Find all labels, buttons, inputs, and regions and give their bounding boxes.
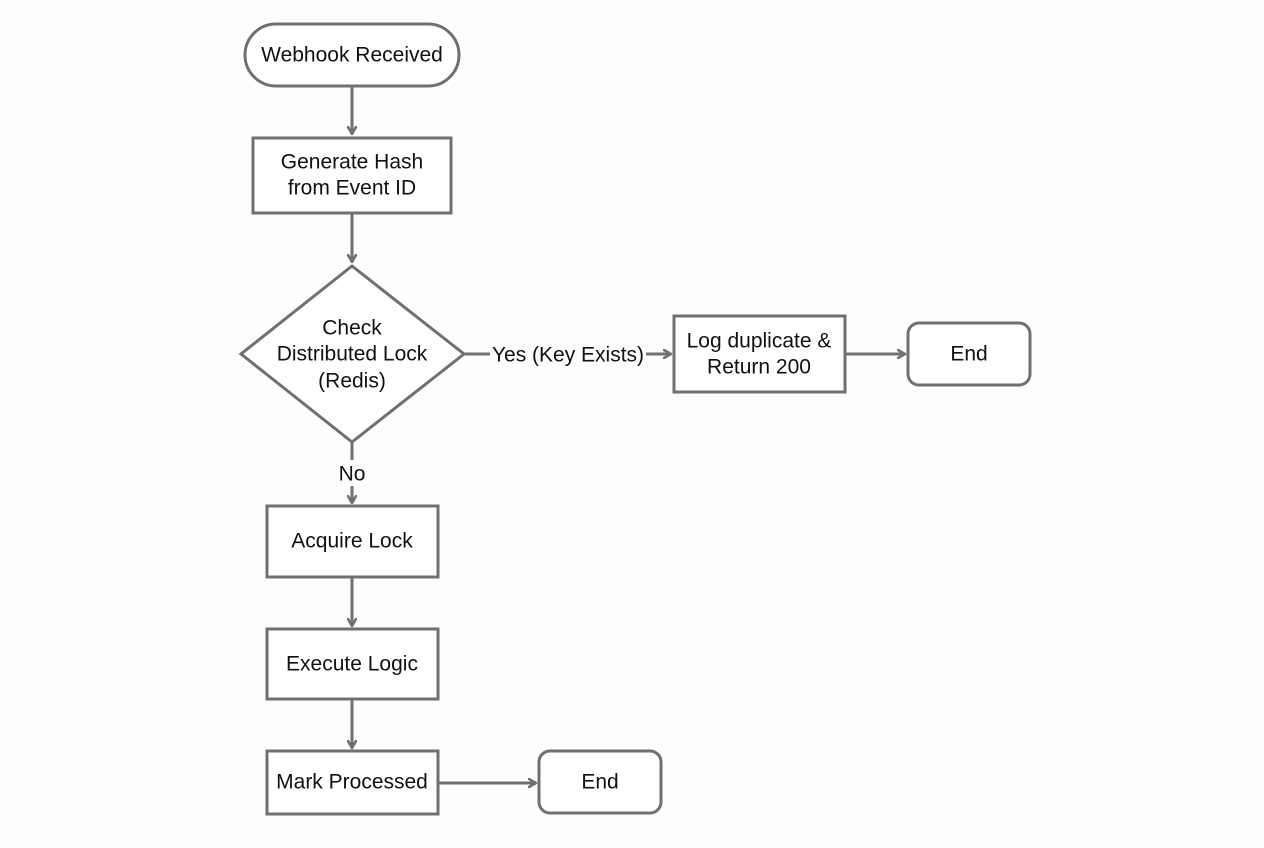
node-label: Acquire Lock [291, 530, 413, 553]
node-label-line-2: Return 200 [707, 356, 811, 379]
terminal-shape [243, 22, 461, 88]
process-shape [672, 314, 847, 394]
node-label: Execute Logic [286, 653, 418, 676]
edges [352, 86, 905, 783]
node-label-line-1: Log duplicate & [687, 330, 832, 353]
node-label: Webhook Received [261, 44, 443, 67]
process-shape [265, 749, 440, 816]
decision-shape [238, 264, 467, 444]
process-shape [265, 627, 440, 701]
node-end-duplicate: End [906, 321, 1032, 387]
node-label: Mark Processed [276, 771, 428, 794]
node-generate-hash: Generate Hash from Event ID [251, 136, 453, 215]
terminal-shape [537, 749, 663, 815]
node-check-lock: Check Distributed Lock (Redis) [238, 264, 467, 444]
node-label: End [950, 343, 987, 366]
node-mark-processed: Mark Processed [265, 749, 440, 816]
process-shape [251, 136, 453, 215]
node-label-line-2: from Event ID [288, 177, 416, 200]
node-label-line-1: Generate Hash [281, 151, 423, 174]
node-execute-logic: Execute Logic [265, 627, 440, 701]
node-end-main: End [537, 749, 663, 815]
node-label-line-3: (Redis) [318, 370, 386, 393]
terminal-shape [906, 321, 1032, 387]
process-shape [265, 504, 440, 579]
edge-label-no: No [339, 463, 366, 486]
node-acquire-lock: Acquire Lock [265, 504, 440, 579]
edge-label-yes: Yes (Key Exists) [492, 344, 644, 367]
node-label: End [581, 771, 618, 794]
node-label-line-1: Check [322, 317, 382, 340]
node-log-duplicate: Log duplicate & Return 200 [672, 314, 847, 394]
node-label-line-2: Distributed Lock [277, 343, 428, 366]
node-webhook-received: Webhook Received [243, 22, 461, 88]
